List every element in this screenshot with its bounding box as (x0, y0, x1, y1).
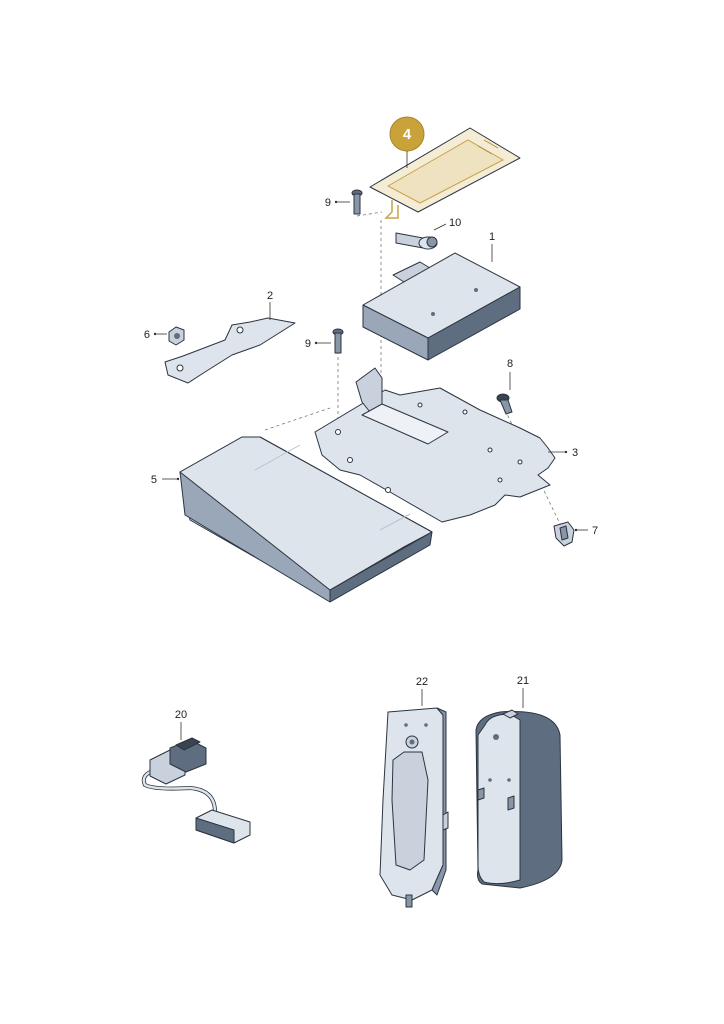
callout-22: 22 (416, 676, 428, 688)
part-5-tray-cover[interactable] (179, 436, 433, 603)
part-22-phone-holder[interactable] (379, 707, 449, 908)
callout-20: 20 (175, 709, 187, 721)
callout-10: 10 (449, 217, 461, 229)
part-8-screw[interactable] (496, 393, 513, 415)
callout-1: 1 (489, 231, 495, 243)
part-10-pin[interactable] (395, 232, 438, 250)
callout-21: 21 (517, 675, 529, 687)
part-4-cover[interactable] (369, 127, 521, 219)
part-21-phone-unit[interactable] (475, 709, 563, 889)
callout-5: 5 (151, 474, 157, 486)
part-4-badge[interactable]: 4 (389, 116, 425, 152)
part-3-mounting-plate[interactable] (314, 367, 556, 523)
callout-7: 7 (592, 525, 598, 537)
callout-6: 6 (144, 329, 150, 341)
callout-3: 3 (572, 447, 578, 459)
callout-8: 8 (507, 358, 513, 370)
callout-9-top: 9 (325, 197, 331, 209)
callout-9-middle: 9 (305, 338, 311, 350)
part-4-badge-label: 4 (403, 126, 412, 143)
part-9-screw-middle[interactable] (332, 328, 344, 354)
part-9-screw-top[interactable] (351, 189, 363, 215)
part-7-clip[interactable] (553, 521, 575, 547)
part-20-cable-adapter[interactable] (141, 737, 251, 844)
part-6-nut[interactable] (168, 326, 185, 346)
part-1-control-unit[interactable] (362, 252, 521, 361)
part-2-bracket[interactable] (164, 317, 296, 384)
callout-2: 2 (267, 290, 273, 302)
